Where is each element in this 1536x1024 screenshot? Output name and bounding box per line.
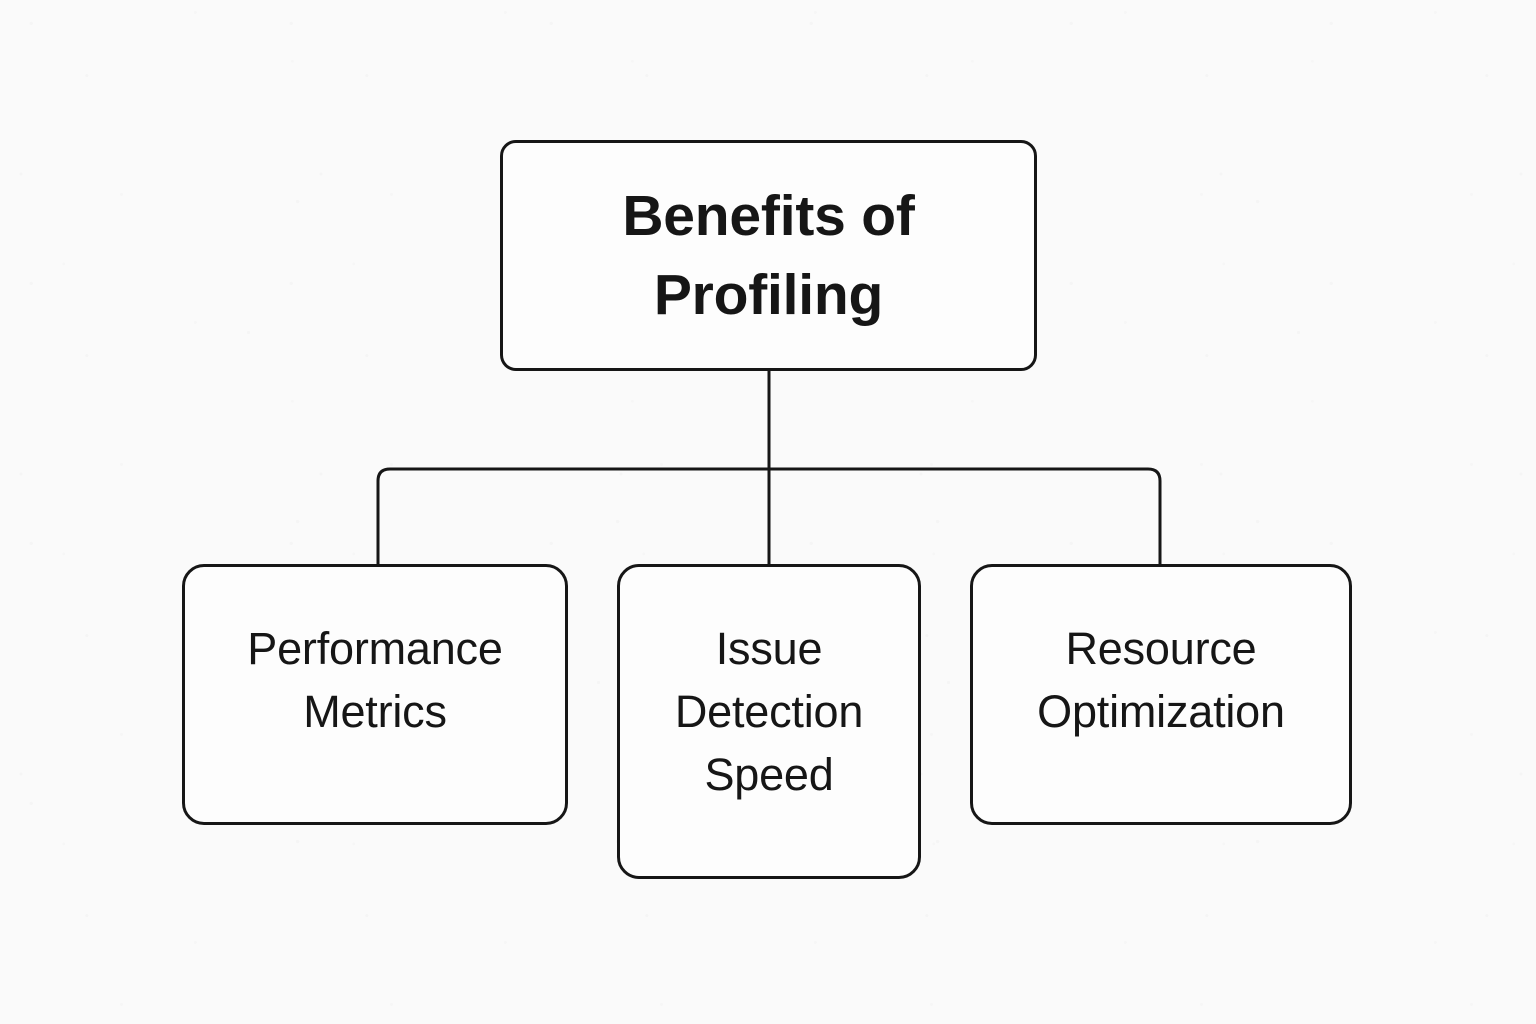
node-resource-optimization-label: Resource Optimization [1037, 623, 1285, 737]
node-issue-detection-speed[interactable]: Issue Detection Speed [617, 564, 921, 879]
edge-bus-to-right-child [769, 467, 1162, 564]
node-issue-detection-speed-label: Issue Detection Speed [674, 623, 864, 800]
node-root[interactable]: Benefits of Profiling [500, 140, 1037, 371]
node-root-label: Benefits of Profiling [622, 184, 915, 327]
node-resource-optimization[interactable]: Resource Optimization [970, 564, 1352, 825]
edge-bus-to-left-child [376, 467, 769, 564]
node-performance-metrics-label: Performance Metrics [247, 623, 503, 737]
node-performance-metrics[interactable]: Performance Metrics [182, 564, 568, 825]
